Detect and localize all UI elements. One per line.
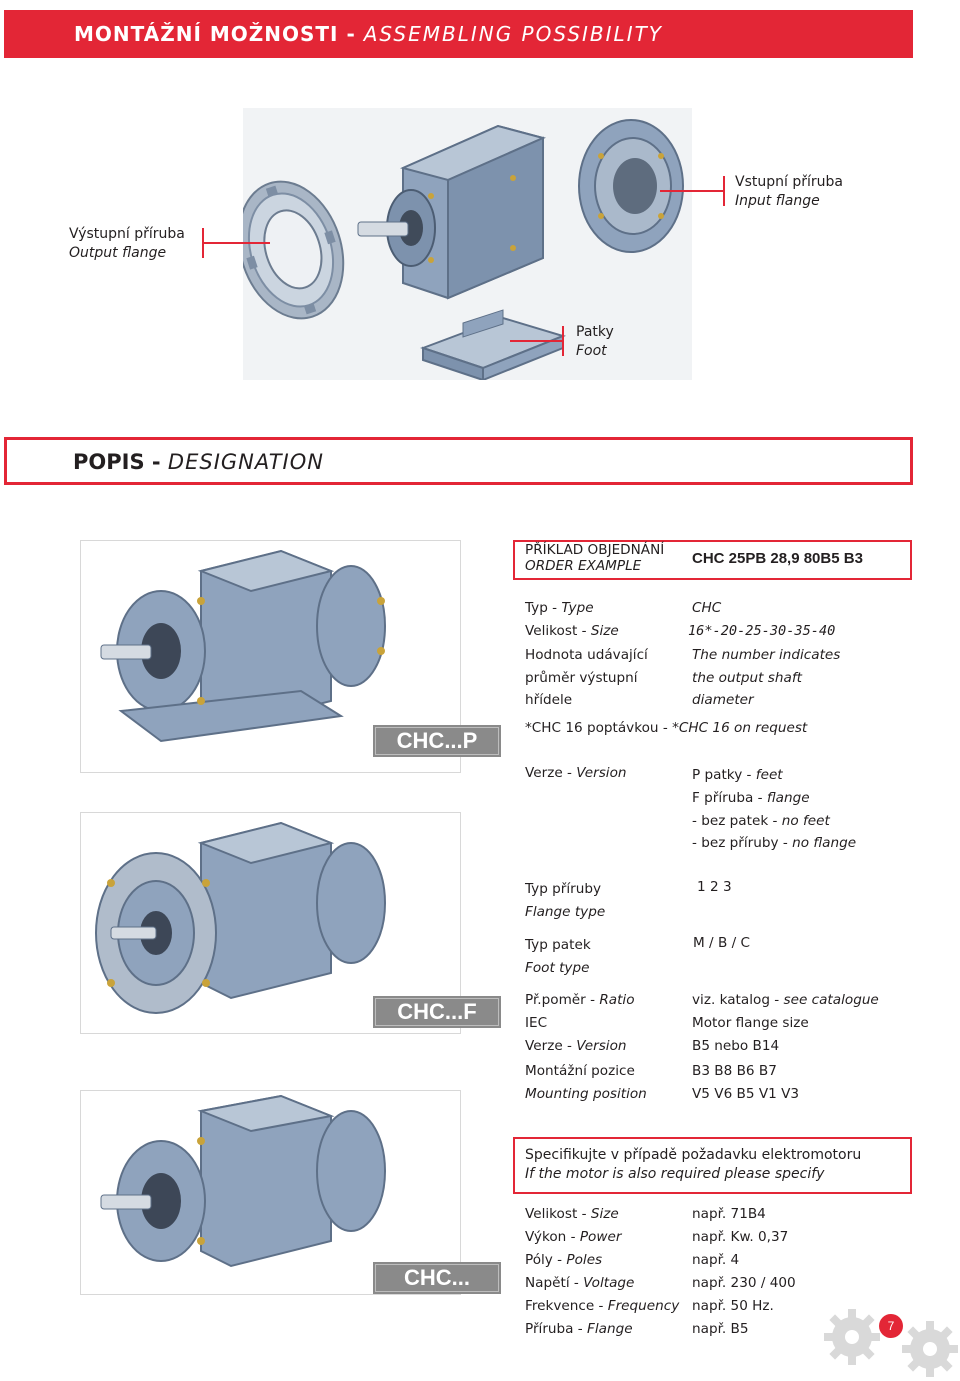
row-iec-label: IEC (525, 1015, 548, 1031)
motor-row-label: Napětí - Voltage (525, 1275, 635, 1291)
page-number: 7 (879, 1314, 903, 1338)
row-shaft-value: The number indicates the output shaft di… (692, 647, 841, 708)
photo-chc-f (80, 812, 461, 1034)
input-flange-illustration (578, 119, 684, 253)
badge-chc: CHC... (373, 1262, 501, 1294)
row-version2-label: Verze - Version (525, 1038, 627, 1054)
motor-row: Výkon - Power např. Kw. 0,37 (525, 1228, 855, 1251)
row-size-label: Velikost - Size (525, 623, 619, 639)
motor-row: Velikost - Size např. 71B4 (525, 1205, 855, 1228)
order-example-label: PŘÍKLAD OBJEDNÁNÍ ORDER EXAMPLE (525, 542, 665, 574)
row-version2-value: B5 nebo B14 (692, 1038, 780, 1054)
row-version-values: P patky - feet F příruba - flange - bez … (692, 767, 857, 852)
order-example-code: CHC 25PB 28,9 80B5 B3 (692, 550, 863, 567)
row-size-value: 16*-20-25-30-35-40 (688, 623, 836, 639)
row-flange-type-label: Typ příruby Flange type (525, 881, 606, 920)
row-foot-type-value: M / B / C (693, 935, 750, 951)
output-flange-illustration (237, 180, 345, 320)
motor-spec-text: Specifikujte v případě požadavku elektro… (525, 1147, 862, 1182)
motor-row: Příruba - Flange např. B5 (525, 1320, 855, 1343)
motor-row-value: např. 230 / 400 (692, 1275, 796, 1291)
row-request: *CHC 16 poptávkou - *CHC 16 on request (525, 720, 808, 736)
section-header-assembling: MONTÁŽNÍ MOŽNOSTI - ASSEMBLING POSSIBILI… (4, 10, 913, 58)
output-flange-label: Výstupní příruba Output flange (69, 226, 185, 261)
motor-row-label: Póly - Poles (525, 1252, 603, 1268)
motor-row: Póly - Poles např. 4 (525, 1251, 855, 1274)
motor-row-label: Velikost - Size (525, 1206, 619, 1222)
row-iec-value: Motor flange size (692, 1015, 809, 1031)
motor-spec-box (513, 1137, 912, 1194)
foot-label: Patky Foot (576, 324, 614, 359)
input-flange-label: Vstupní příruba Input flange (735, 174, 843, 209)
gear-icon (824, 1309, 958, 1377)
motor-rows: Velikost - Size např. 71B4 Výkon - Power… (525, 1205, 855, 1343)
motor-row-value: např. 4 (692, 1252, 740, 1268)
designation-title: POPIS - DESIGNATION (73, 450, 324, 474)
row-ratio-value: viz. katalog - see catalogue (692, 992, 879, 1008)
gearbox-body-illustration (357, 27, 547, 300)
row-foot-type-label: Typ patek Foot type (525, 937, 591, 976)
row-flange-type-value: 1 2 3 (697, 879, 732, 895)
motor-row-label: Frekvence - Frequency (525, 1298, 680, 1314)
badge-chc-p: CHC...P (373, 725, 501, 757)
motor-row: Frekvence - Frequency např. 50 Hz. (525, 1297, 855, 1320)
motor-row-value: např. 50 Hz. (692, 1298, 774, 1314)
badge-chc-f: CHC...F (373, 996, 501, 1028)
photo-chc (80, 1090, 461, 1295)
assembly-illustration (237, 27, 692, 382)
row-ratio-label: Př.poměr - Ratio (525, 992, 635, 1008)
motor-row-value: např. 71B4 (692, 1206, 766, 1222)
row-mounting-value: B3 B8 B6 B7 V5 V6 B5 V1 V3 (692, 1063, 800, 1102)
motor-row: Napětí - Voltage např. 230 / 400 (525, 1274, 855, 1297)
row-type-label: Typ - Type (525, 600, 594, 616)
order-example-box (513, 540, 912, 580)
row-mounting-label: Montážní pozice Mounting position (525, 1063, 647, 1102)
section-header-title: MONTÁŽNÍ MOŽNOSTI - ASSEMBLING POSSIBILI… (74, 22, 664, 46)
motor-row-label: Výkon - Power (525, 1229, 622, 1245)
motor-row-label: Příruba - Flange (525, 1321, 633, 1337)
section-header-designation: POPIS - DESIGNATION (4, 437, 913, 485)
row-version-label: Verze - Version (525, 765, 627, 781)
motor-row-value: např. Kw. 0,37 (692, 1229, 789, 1245)
motor-row-value: např. B5 (692, 1321, 749, 1337)
row-shaft-label: Hodnota udávající průměr výstupní hřídel… (525, 647, 648, 708)
row-type-value: CHC (692, 600, 722, 616)
callout-lines (202, 176, 725, 356)
